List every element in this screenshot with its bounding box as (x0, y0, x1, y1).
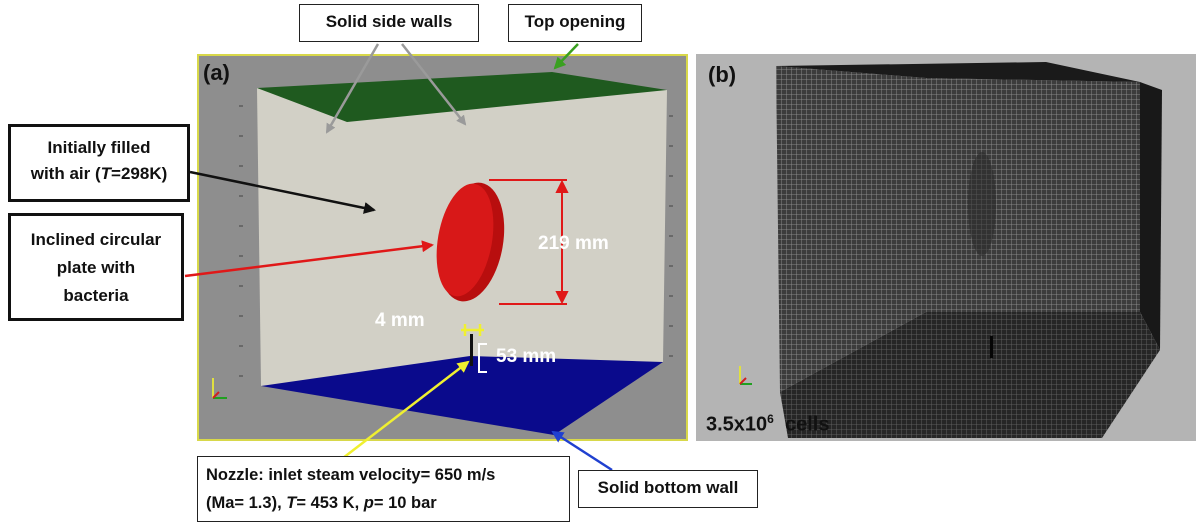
callout-solid-bottom-wall: Solid bottom wall (578, 470, 758, 508)
mesh-floor (780, 312, 1160, 438)
cell-count-exponent: 6 (767, 412, 774, 426)
panel-b-mesh: (b) 3.5x106 cells (696, 54, 1196, 441)
callout-inclined-plate: Inclined circular plate with bacteria (8, 213, 184, 321)
axes-triad-icon-b (739, 366, 752, 385)
callout-nozzle-pressure: = 10 bar (373, 494, 437, 512)
panel-b-tag: (b) (708, 62, 737, 87)
inclined-plate-face (436, 183, 494, 297)
callout-nozzle-p: p (363, 494, 374, 512)
panel-a-tag: (a) (203, 60, 230, 85)
callout-inclined-line1: Inclined circular (30, 230, 162, 249)
axes-triad-icon (212, 378, 227, 399)
nozzle-width-label: 4 mm (375, 310, 425, 331)
cell-count-base: 3.5x10 (706, 413, 768, 436)
callout-initial-air-line2: with air (T=298K) (11, 161, 187, 187)
callout-top-opening-text: Top opening (524, 12, 626, 31)
nozzle-height-label: 53 mm (496, 346, 557, 367)
mesh-plate (968, 152, 996, 256)
callout-initial-air: Initially filled with air (T=298K) (8, 124, 190, 202)
callout-initial-air-prefix: with air ( (30, 164, 101, 183)
callout-inclined-line3: bacteria (63, 286, 129, 305)
callout-solid-side-walls-text: Solid side walls (325, 12, 453, 31)
cell-count-suffix: cells (773, 413, 830, 436)
callout-initial-air-T: T (100, 164, 112, 183)
plate-dimension-label: 219 mm (538, 233, 609, 254)
mesh-view (739, 62, 1162, 438)
cell-count-label: 3.5x106 cells (706, 412, 829, 437)
callout-top-opening: Top opening (508, 4, 642, 42)
mesh-back-wall (926, 78, 1140, 312)
callout-nozzle-line2: (Ma= 1.3), T= 453 K, p= 10 bar (206, 489, 561, 517)
callout-initial-air-suffix: =298K) (111, 164, 168, 183)
callout-solid-side-walls: Solid side walls (299, 4, 479, 42)
nozzle (470, 334, 473, 366)
mesh-top (776, 62, 1140, 82)
mesh-left-wall (776, 66, 926, 392)
callout-initial-air-line1: Initially filled (47, 138, 151, 157)
nozzle-width-marker (461, 324, 484, 336)
callout-nozzle: Nozzle: inlet steam velocity= 650 m/s (M… (197, 456, 570, 522)
callout-nozzle-temp: = 453 K, (296, 494, 364, 512)
callout-nozzle-line1: Nozzle: inlet steam velocity= 650 m/s (206, 466, 496, 484)
panel-a-geometry: (a) 219 mm 4 mm 53 mm (197, 54, 688, 441)
callout-nozzle-ma: (Ma= 1.3), (206, 494, 287, 512)
callout-solid-bottom-wall-text: Solid bottom wall (597, 478, 739, 497)
mesh-nozzle (990, 336, 993, 358)
plate-dimension-lines (489, 179, 569, 305)
nozzle-height-marker (478, 343, 487, 373)
callout-nozzle-T: T (286, 494, 297, 512)
mesh-right-wall (1140, 82, 1162, 350)
callout-inclined-line2: plate with (56, 258, 136, 277)
geometry-view (212, 72, 673, 435)
